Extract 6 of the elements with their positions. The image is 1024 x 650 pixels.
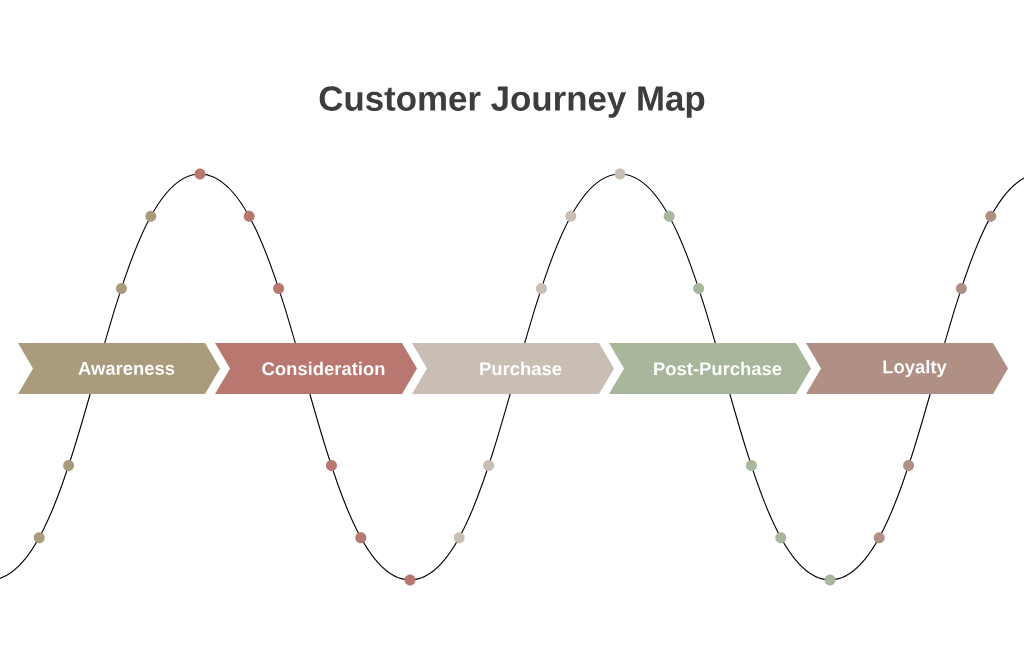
chevron-band: Loyalty <box>806 343 1008 394</box>
chevron-band: Purchase <box>412 343 614 394</box>
chevron-band: Post-Purchase <box>609 343 811 394</box>
chevron-band: Consideration <box>215 343 417 394</box>
chevron-band: Awareness <box>18 343 220 394</box>
title: Customer Journey Map <box>319 86 705 118</box>
